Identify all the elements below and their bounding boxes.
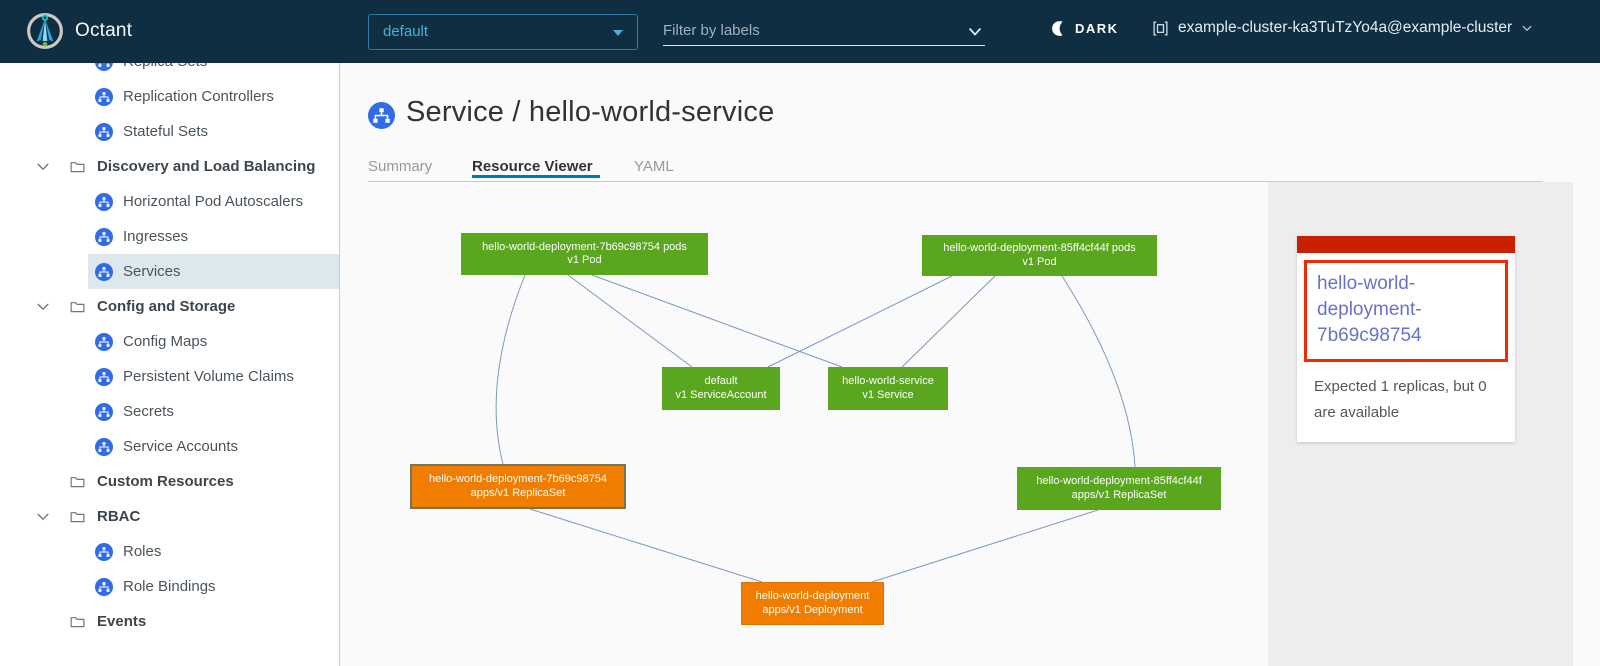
service-accounts-icon — [95, 438, 113, 456]
roles-icon — [95, 543, 113, 561]
node-detail-card-body: hello-world-deployment-7b69c98754 Expect… — [1297, 253, 1515, 442]
tab-resource-viewer[interactable]: Resource Viewer — [472, 158, 593, 175]
theme-toggle-label: DARK — [1075, 21, 1119, 36]
sidebar-navigation: Replica Sets Replication Controllers Sta… — [0, 63, 340, 666]
folder-icon — [69, 613, 86, 630]
status-error-bar — [1297, 236, 1515, 253]
replication-controllers-icon — [95, 88, 113, 106]
namespace-dropdown[interactable]: default — [368, 14, 638, 50]
graph-node-service-hello-world-service[interactable]: hello-world-service v1 Service — [828, 367, 948, 410]
graph-node-deployment-hello-world-deployment[interactable]: hello-world-deployment apps/v1 Deploymen… — [741, 582, 884, 625]
folder-icon — [69, 508, 86, 525]
sidebar-group-config-and-storage[interactable]: Config and Storage — [0, 289, 339, 324]
chevron-down-icon[interactable] — [36, 510, 50, 524]
cluster-context-selector[interactable]: example-cluster-ka3TuTzYo4a@example-clus… — [1152, 19, 1533, 37]
sidebar-group-custom-resources[interactable]: Custom Resources — [0, 464, 339, 499]
octant-logo-icon — [27, 13, 63, 49]
sidebar-item-secrets[interactable]: Secrets — [88, 394, 339, 429]
node-detail-card: hello-world-deployment-7b69c98754 Expect… — [1297, 236, 1515, 442]
replica-sets-icon — [95, 63, 113, 71]
secrets-icon — [95, 403, 113, 421]
sidebar-item-horizontal-pod-autoscalers[interactable]: Horizontal Pod Autoscalers — [88, 184, 339, 219]
cluster-context-label: example-cluster-ka3TuTzYo4a@example-clus… — [1178, 19, 1513, 36]
tabbar-divider — [368, 181, 1543, 182]
selected-node-highlight-box: hello-world-deployment-7b69c98754 — [1304, 260, 1508, 362]
sidebar-item-services[interactable]: Services — [88, 254, 339, 289]
app-header: Octant default DARK example-cluster-ka3T… — [0, 0, 1600, 63]
sidebar-group-rbac[interactable]: RBAC — [0, 499, 339, 534]
replica-status-message: Expected 1 replicas, but 0 are available — [1314, 378, 1487, 421]
moon-icon — [1052, 21, 1063, 36]
persistent-volume-claims-icon — [95, 368, 113, 386]
tab-yaml[interactable]: YAML — [634, 158, 674, 175]
page-title-row: Service / hello-world-service — [368, 96, 774, 129]
selected-node-link[interactable]: hello-world-deployment-7b69c98754 — [1317, 273, 1422, 346]
theme-toggle-button[interactable]: DARK — [1050, 20, 1119, 37]
dropdown-caret-icon — [613, 30, 623, 36]
sidebar-group-events[interactable]: Events — [0, 604, 339, 639]
label-filter-input[interactable] — [663, 16, 985, 44]
graph-node-replicaset-85ff4cf44f[interactable]: hello-world-deployment-85ff4cf44f apps/v… — [1017, 467, 1221, 510]
sidebar-item-role-bindings[interactable]: Role Bindings — [88, 569, 339, 604]
graph-node-pod-7b69c98754[interactable]: hello-world-deployment-7b69c98754 pods v… — [461, 233, 708, 275]
sidebar-item-service-accounts[interactable]: Service Accounts — [88, 429, 339, 464]
node-detail-panel: hello-world-deployment-7b69c98754 Expect… — [1268, 182, 1573, 666]
cluster-icon — [1153, 20, 1168, 36]
stateful-sets-icon — [95, 123, 113, 141]
sidebar-item-persistent-volume-claims[interactable]: Persistent Volume Claims — [88, 359, 339, 394]
resource-graph: hello-world-deployment-7b69c98754 pods v… — [340, 182, 1268, 666]
sidebar-item-ingresses[interactable]: Ingresses — [88, 219, 339, 254]
folder-icon — [69, 158, 86, 175]
folder-icon — [69, 473, 86, 490]
graph-edges — [495, 274, 1136, 583]
active-tab-indicator — [472, 175, 600, 178]
config-maps-icon — [95, 333, 113, 351]
sidebar-item-roles[interactable]: Roles — [88, 534, 339, 569]
filter-chevron-down-icon[interactable] — [967, 24, 983, 40]
folder-icon — [69, 298, 86, 315]
sidebar-item-config-maps[interactable]: Config Maps — [88, 324, 339, 359]
chevron-down-icon[interactable] — [36, 300, 50, 314]
namespace-value: default — [383, 23, 429, 40]
graph-node-serviceaccount-default[interactable]: default v1 ServiceAccount — [662, 367, 780, 410]
sidebar-item-replication-controllers[interactable]: Replication Controllers — [88, 79, 339, 114]
sidebar-item-stateful-sets[interactable]: Stateful Sets — [88, 114, 339, 149]
ingresses-icon — [95, 228, 113, 246]
role-bindings-icon — [95, 578, 113, 596]
app-title: Octant — [75, 20, 133, 41]
graph-node-pod-85ff4cf44f[interactable]: hello-world-deployment-85ff4cf44f pods v… — [922, 235, 1157, 276]
chevron-down-icon[interactable] — [36, 160, 50, 174]
sidebar-group-discovery-and-load-balancing[interactable]: Discovery and Load Balancing — [0, 149, 339, 184]
cluster-chevron-down-icon — [1522, 25, 1532, 32]
tab-summary[interactable]: Summary — [368, 158, 433, 175]
page-title: Service / hello-world-service — [406, 96, 775, 128]
service-resource-icon — [368, 102, 395, 129]
sidebar-item-replica-sets[interactable]: Replica Sets — [88, 63, 339, 79]
sidebar-nav-list: Replica Sets Replication Controllers Sta… — [0, 63, 339, 639]
label-filter — [663, 16, 985, 46]
main-content: Service / hello-world-service Summary Re… — [340, 63, 1600, 666]
horizontal-pod-autoscalers-icon — [95, 193, 113, 211]
graph-node-replicaset-7b69c98754[interactable]: hello-world-deployment-7b69c98754 apps/v… — [410, 464, 626, 509]
services-icon — [95, 263, 113, 281]
